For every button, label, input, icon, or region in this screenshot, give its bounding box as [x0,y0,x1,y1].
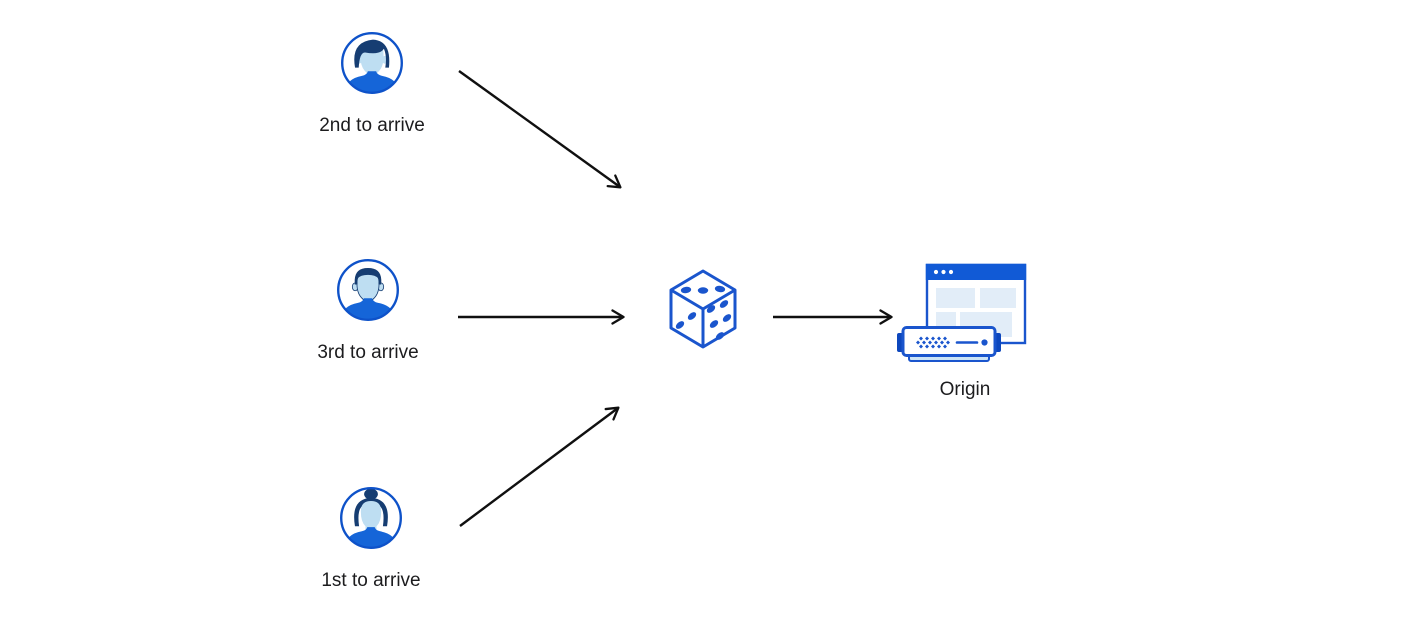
user-label: 2nd to arrive [319,115,425,136]
server-icon [897,326,1001,362]
hair [354,268,382,285]
man-avatar-icon [337,259,399,321]
user-node-second: 2nd to arrive [297,30,447,137]
dice-icon [669,269,737,349]
dice-node [668,269,738,351]
arrow-user1-to-dice [459,406,620,527]
hair-bun [364,488,378,500]
face [360,501,382,530]
dice-pips [675,285,732,340]
user-node-third: 3rd to arrive [293,257,443,364]
origin-label: Origin [939,379,991,400]
origin-node: Origin [896,263,1028,401]
arrow-user2-to-dice [458,70,622,189]
user-node-first: 1st to arrive [296,485,446,592]
server-vent-pattern [916,336,950,349]
user-label: 1st to arrive [321,570,421,591]
server-led [981,339,988,346]
man-avatar-icon [341,32,403,94]
woman-avatar-icon [340,487,402,549]
origin-server-icon [897,263,1027,362]
user-label: 3rd to arrive [317,342,419,363]
hair [354,39,390,68]
